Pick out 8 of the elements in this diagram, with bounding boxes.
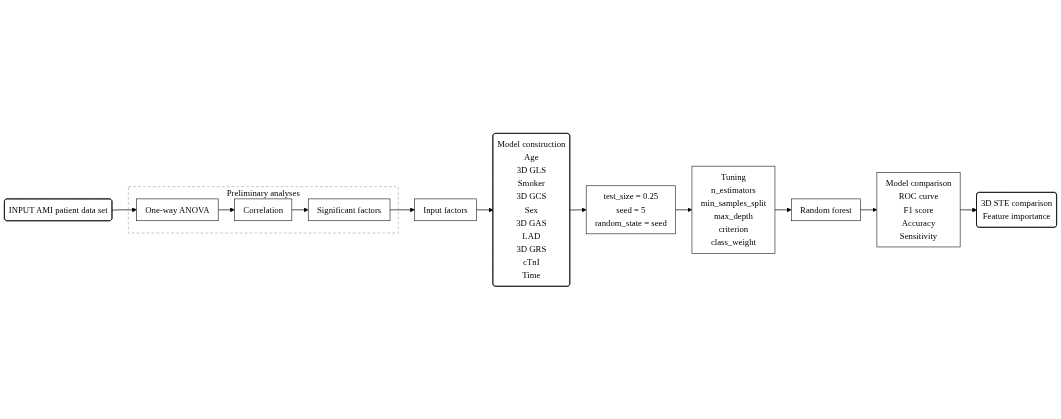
- node-box: test_size = 0.25 seed = 5 random_state = seed: [585, 185, 676, 234]
- node-box: Model comparison ROC curve F1 score Accuracy Sensitivity: [876, 172, 961, 247]
- node-box: Input factors: [414, 198, 477, 221]
- node-box: Correlation: [234, 198, 293, 221]
- node-box: Random forest: [791, 198, 861, 221]
- node-box: Significant factors: [307, 198, 391, 221]
- node-box: Tuning n_estimators min_samples_split max_depth criterion class_weight: [691, 165, 776, 254]
- node-box: One-way ANOVA: [136, 198, 219, 221]
